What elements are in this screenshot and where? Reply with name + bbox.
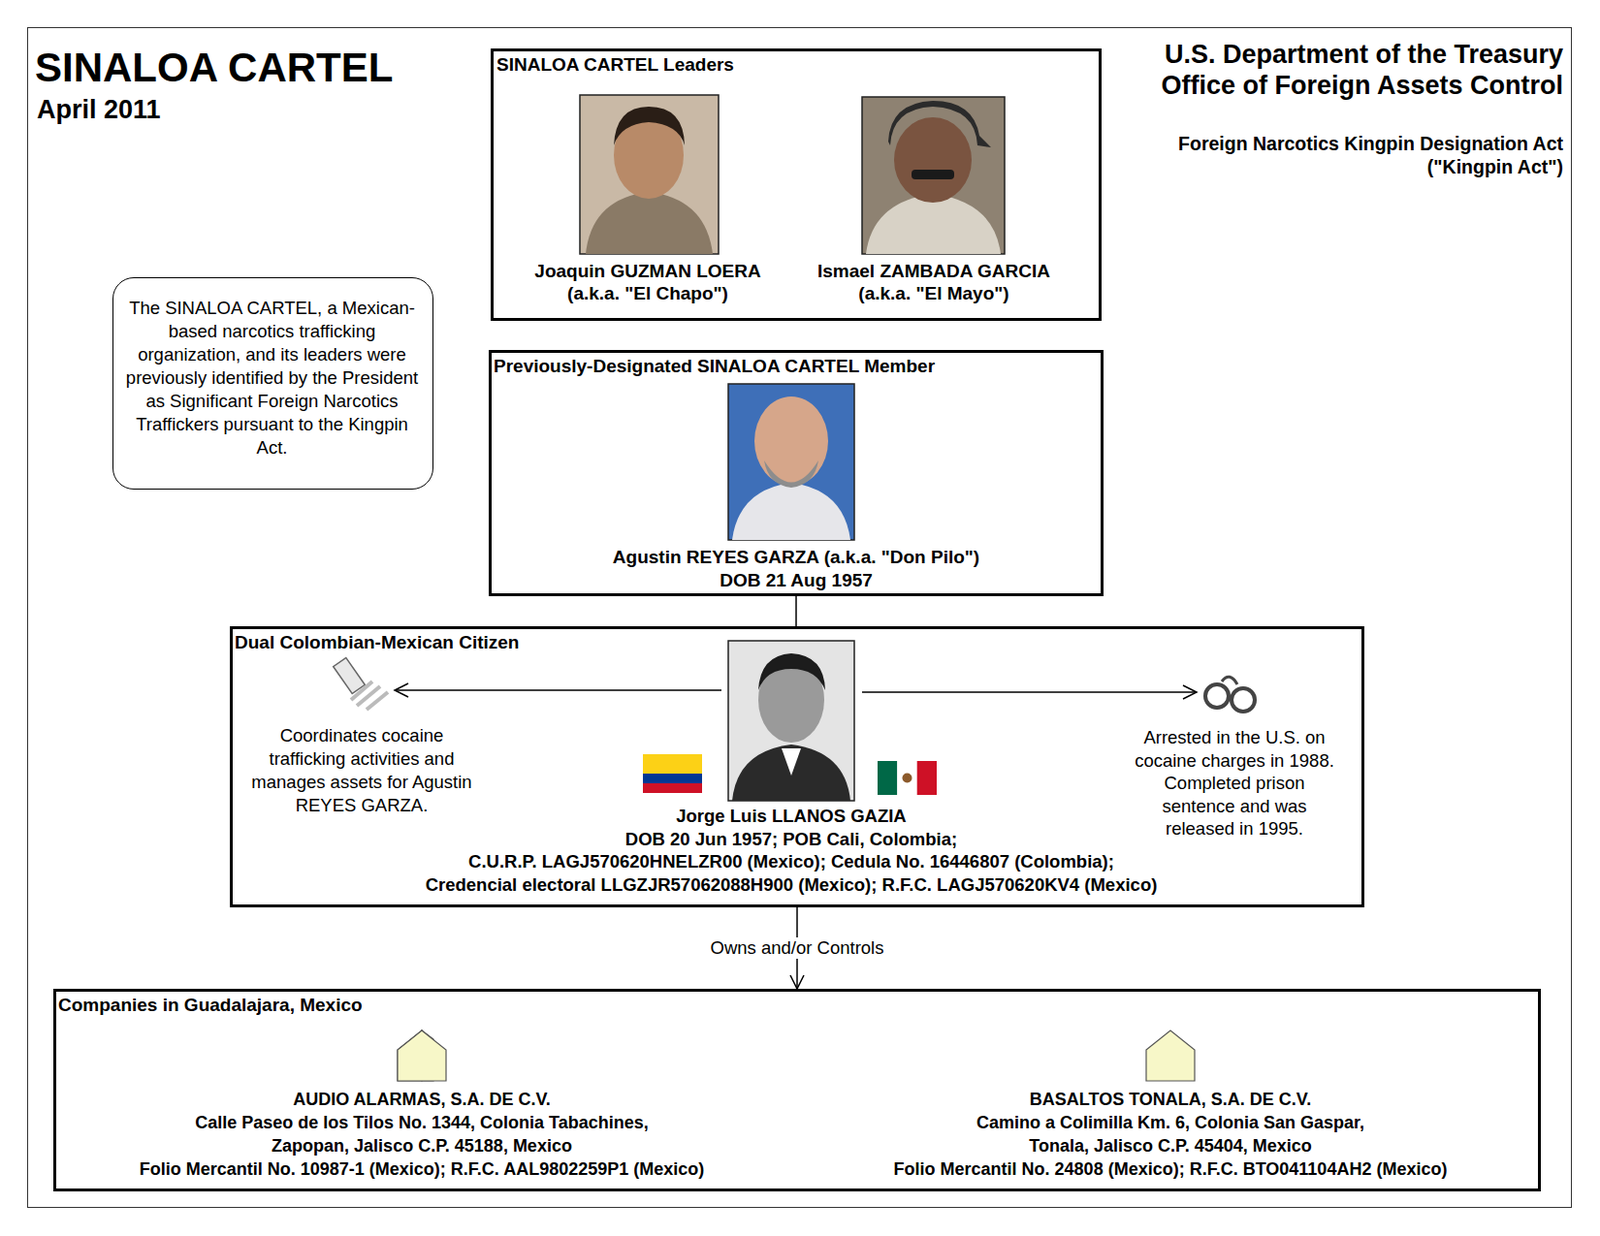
portrait-photo bbox=[728, 640, 855, 801]
box-heading: Dual Colombian-Mexican Citizen bbox=[234, 631, 519, 654]
photo-figure bbox=[894, 117, 972, 203]
person-entry: Ismael ZAMBADA GARCIA (a.k.a. "El Mayo") bbox=[793, 95, 1075, 311]
agency-label: Office of Foreign Assets Control bbox=[1160, 69, 1564, 102]
company-name: BASALTOS TONALA, S.A. DE C.V. bbox=[1029, 1089, 1312, 1112]
person-name: Ismael ZAMBADA GARCIA (a.k.a. "El Mayo") bbox=[798, 259, 1070, 305]
handcuffs-icon bbox=[1205, 676, 1255, 712]
building-front bbox=[1146, 1030, 1195, 1082]
photo-ground bbox=[728, 640, 855, 801]
company-name: AUDIO ALARMAS, S.A. DE C.V. bbox=[292, 1089, 551, 1112]
note-text: Coordinates cocaine trafficking activiti… bbox=[240, 724, 483, 818]
flag-stripe bbox=[642, 783, 703, 794]
date-label: April 2011 bbox=[36, 94, 161, 127]
person-detail: DOB 21 Aug 1957 bbox=[719, 569, 873, 592]
arrow-line bbox=[862, 691, 1197, 694]
photo-figure bbox=[888, 100, 992, 148]
note-text: Arrested in the U.S. on cocaine charges … bbox=[1130, 726, 1340, 841]
building-front bbox=[397, 1030, 447, 1082]
connector-line bbox=[795, 596, 798, 627]
mexico-flag bbox=[877, 761, 937, 796]
box-heading: Companies in Guadalajara, Mexico bbox=[58, 993, 363, 1017]
edge-label: Owns and/or Controls bbox=[706, 937, 889, 960]
company-entry: BASALTOS TONALA, S.A. DE C.V.Camino a Co… bbox=[804, 1025, 1536, 1187]
connector bbox=[796, 596, 798, 627]
pointer-arrow bbox=[394, 683, 1197, 700]
photo-figure bbox=[911, 169, 955, 180]
photo-figure bbox=[754, 396, 829, 486]
note-text: The SINALOA CARTEL, a Mexican-based narc… bbox=[124, 296, 420, 460]
chart-title: SINALOA CARTEL bbox=[34, 42, 393, 93]
person-name: Joaquin GUZMAN LOERA (a.k.a. "El Chapo") bbox=[512, 259, 784, 305]
photo-ground bbox=[862, 96, 1005, 255]
powder-line bbox=[366, 692, 388, 710]
cuff bbox=[1231, 688, 1255, 712]
flag-stripe bbox=[896, 761, 917, 796]
cuff bbox=[1205, 684, 1229, 708]
flag-stripe bbox=[642, 754, 703, 774]
flag-stripe bbox=[877, 761, 897, 796]
photo-ground bbox=[579, 95, 719, 255]
company-address: Zapopan, Jalisco C.P. 45188, Mexico bbox=[271, 1136, 573, 1158]
person-detail: C.U.R.P. LAGJ570620HNELZR00 (Mexico); Ce… bbox=[468, 851, 1115, 874]
photo-figure bbox=[865, 193, 1001, 255]
company-entry: AUDIO ALARMAS, S.A. DE C.V.Calle Paseo d… bbox=[58, 1025, 786, 1187]
building-icon bbox=[1146, 1030, 1195, 1082]
photo-figure bbox=[585, 192, 713, 255]
photo-figure bbox=[781, 748, 801, 776]
arrow-line bbox=[394, 689, 722, 692]
group-box: Companies in Guadalajara, MexicoAUDIO AL… bbox=[53, 989, 1541, 1192]
arrow-head bbox=[394, 683, 409, 698]
company-id: Folio Mercantil No. 10987-1 (Mexico); R.… bbox=[139, 1159, 705, 1182]
box-heading: SINALOA CARTEL Leaders bbox=[496, 53, 735, 76]
razor-blade bbox=[333, 657, 366, 694]
person-name: Agustin REYES GARZA (a.k.a. "Don Pilo") bbox=[612, 545, 980, 569]
person-name: Jorge Luis LLANOS GAZIA bbox=[675, 805, 906, 829]
colombia-flag bbox=[642, 754, 703, 794]
note-box: The SINALOA CARTEL, a Mexican-based narc… bbox=[112, 277, 434, 490]
person-entry: Joaquin GUZMAN LOERA (a.k.a. "El Chapo") bbox=[507, 95, 789, 311]
agency-label: U.S. Department of the Treasury bbox=[1164, 38, 1564, 71]
flag-emblem bbox=[902, 773, 913, 784]
cocaine-icon bbox=[333, 657, 388, 710]
powder-line bbox=[351, 681, 373, 701]
person-detail: Credencial electoral LLGZJR57062088H900 … bbox=[425, 874, 1158, 897]
person-detail: DOB 20 Jun 1957; POB Cali, Colombia; bbox=[625, 829, 958, 852]
cuff-chain bbox=[1221, 676, 1238, 685]
act-label: Foreign Narcotics Kingpin Designation Ac… bbox=[1178, 132, 1564, 157]
flag-stripe bbox=[642, 773, 703, 784]
company-address: Calle Paseo de los Tilos No. 1344, Colon… bbox=[194, 1113, 649, 1135]
box-heading: Previously-Designated SINALOA CARTEL Mem… bbox=[493, 354, 935, 378]
person-box: Previously-Designated SINALOA CARTEL Mem… bbox=[488, 350, 1104, 597]
outer-frame bbox=[28, 28, 1572, 1209]
portrait-photo bbox=[579, 95, 719, 255]
arrow-head bbox=[1183, 685, 1197, 700]
company-address: Camino a Colimilla Km. 6, Colonia San Ga… bbox=[976, 1113, 1365, 1135]
company-address: Tonala, Jalisco C.P. 45404, Mexico bbox=[1028, 1136, 1312, 1158]
act-label: ("Kingpin Act") bbox=[1427, 156, 1564, 180]
photo-figure bbox=[758, 653, 826, 691]
building-icon bbox=[397, 1030, 447, 1082]
company-id: Folio Mercantil No. 24808 (Mexico); R.F.… bbox=[894, 1159, 1448, 1182]
flag-stripe bbox=[917, 761, 937, 796]
portrait-photo bbox=[728, 384, 855, 541]
portrait-photo bbox=[862, 96, 1005, 255]
photo-figure bbox=[613, 106, 685, 146]
group-box: SINALOA CARTEL LeadersJoaquin GUZMAN LOE… bbox=[490, 48, 1102, 321]
photo-figure bbox=[732, 482, 851, 541]
photo-figure bbox=[732, 744, 851, 801]
photo-figure bbox=[764, 460, 819, 488]
photo-ground bbox=[728, 384, 855, 541]
arrow-head bbox=[790, 975, 804, 990]
